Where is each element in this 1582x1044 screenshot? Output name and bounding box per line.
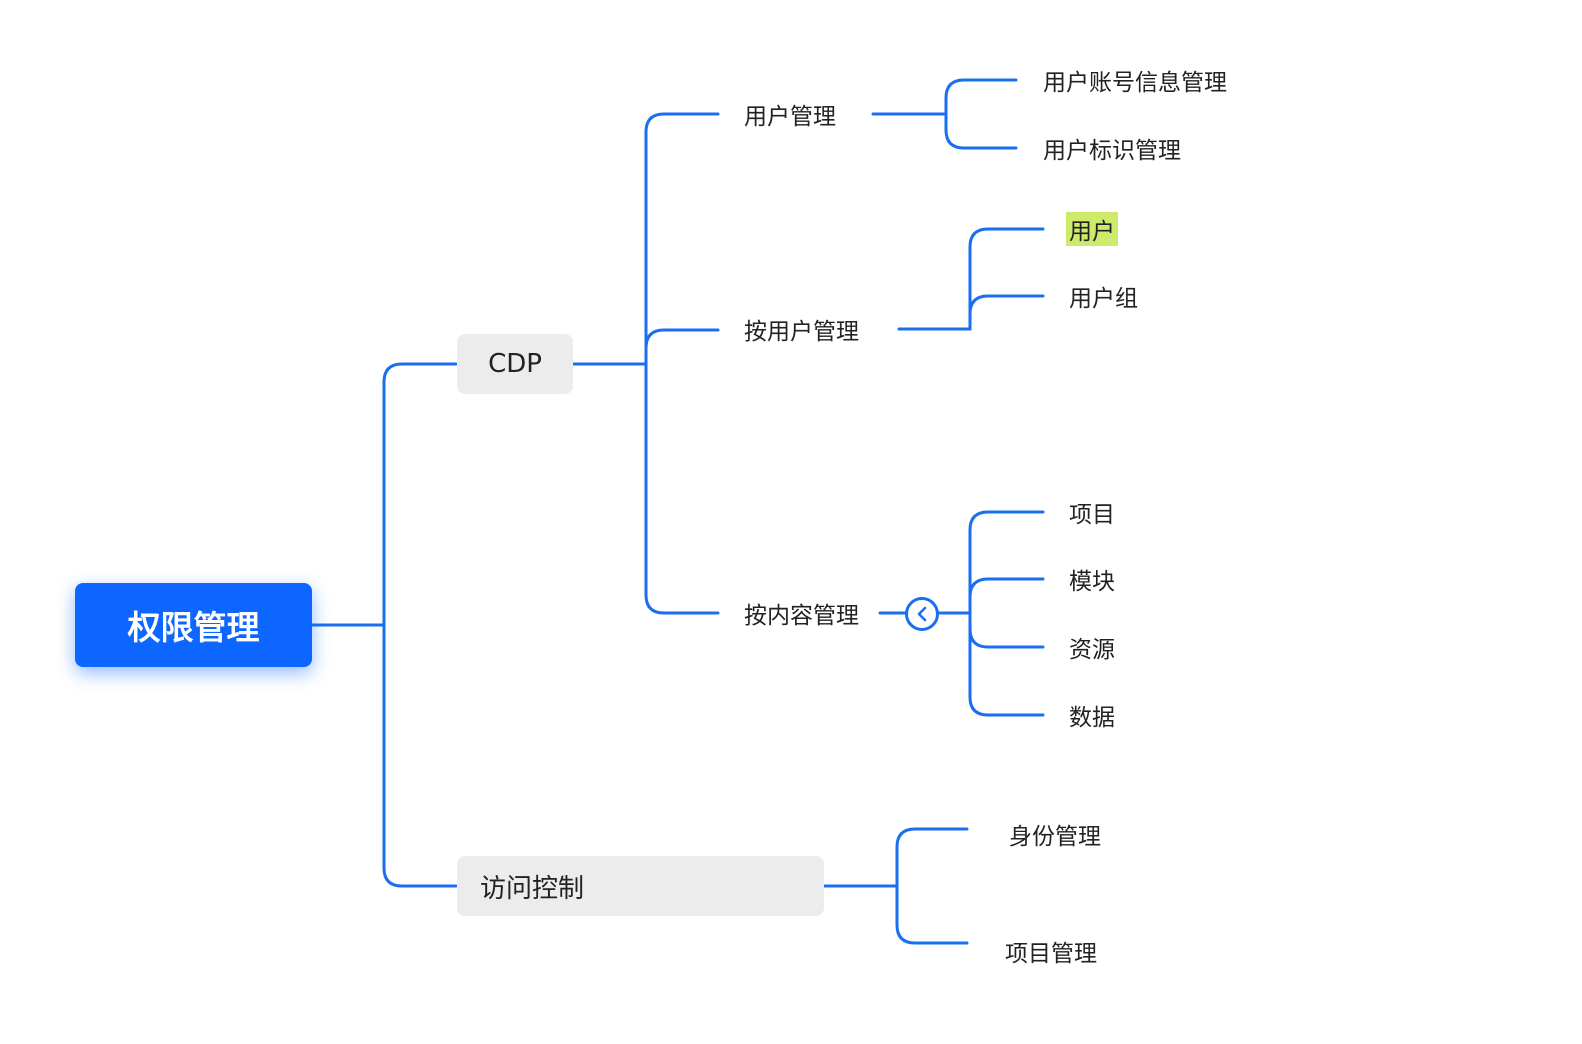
- topic-by-user-management[interactable]: 按用户管理: [744, 311, 859, 347]
- subtopic-user[interactable]: 用户: [1066, 211, 1118, 247]
- topic-user-management[interactable]: 用户管理: [744, 96, 836, 132]
- root-label: 权限管理: [127, 608, 260, 647]
- chevron-left-icon: [917, 606, 927, 622]
- branch-access-control-label: 访问控制: [480, 873, 585, 904]
- subtopic-project-label: 项目: [1069, 502, 1115, 528]
- topic-user-management-label: 用户管理: [744, 104, 836, 130]
- subtopic-module-label: 模块: [1069, 569, 1115, 595]
- branch-access-control[interactable]: 访问控制: [457, 856, 824, 916]
- connector-bycontent-children: [968, 510, 1045, 717]
- connector-access-children: [895, 827, 969, 945]
- subtopic-account-info-management[interactable]: 用户账号信息管理: [1043, 62, 1227, 98]
- branch-cdp[interactable]: CDP: [457, 334, 573, 394]
- subtopic-resource-label: 资源: [1069, 637, 1115, 663]
- connector-cdp-topics: [644, 112, 720, 615]
- subtopic-user-label-highlighted: 用户: [1066, 212, 1118, 246]
- subtopic-user-group[interactable]: 用户组: [1069, 278, 1138, 314]
- subtopic-identity-management-label: 身份管理: [1009, 824, 1101, 850]
- root-node[interactable]: 权限管理: [75, 583, 312, 667]
- topic-by-content-management-label: 按内容管理: [744, 603, 859, 629]
- subtopic-resource[interactable]: 资源: [1069, 629, 1115, 665]
- collapse-toggle-button[interactable]: [905, 597, 939, 631]
- subtopic-data-label: 数据: [1069, 705, 1115, 731]
- connector-bycontent-module: [968, 577, 1045, 599]
- subtopic-data[interactable]: 数据: [1069, 697, 1115, 733]
- connector-byuser-group: [968, 294, 1045, 316]
- subtopic-identifier-management-label: 用户标识管理: [1043, 138, 1181, 164]
- subtopic-account-info-management-label: 用户账号信息管理: [1043, 70, 1227, 96]
- subtopic-module[interactable]: 模块: [1069, 561, 1115, 597]
- connector-bycontent-resource: [968, 627, 1045, 649]
- connector-byuser-children: [968, 227, 1045, 331]
- subtopic-user-group-label: 用户组: [1069, 286, 1138, 312]
- topic-by-content-management[interactable]: 按内容管理: [744, 595, 859, 631]
- subtopic-project-management-label: 项目管理: [1005, 941, 1097, 967]
- topic-by-user-management-label: 按用户管理: [744, 319, 859, 345]
- subtopic-project[interactable]: 项目: [1069, 494, 1115, 530]
- subtopic-identity-management[interactable]: 身份管理: [1009, 816, 1101, 852]
- subtopic-identifier-management[interactable]: 用户标识管理: [1043, 130, 1181, 166]
- subtopic-project-management[interactable]: 项目管理: [1005, 933, 1097, 969]
- connector-root-cdp: [382, 362, 458, 888]
- branch-cdp-label: CDP: [488, 349, 542, 379]
- connector-cdp-mid: [644, 328, 720, 350]
- connector-usermgmt-children: [944, 78, 1018, 150]
